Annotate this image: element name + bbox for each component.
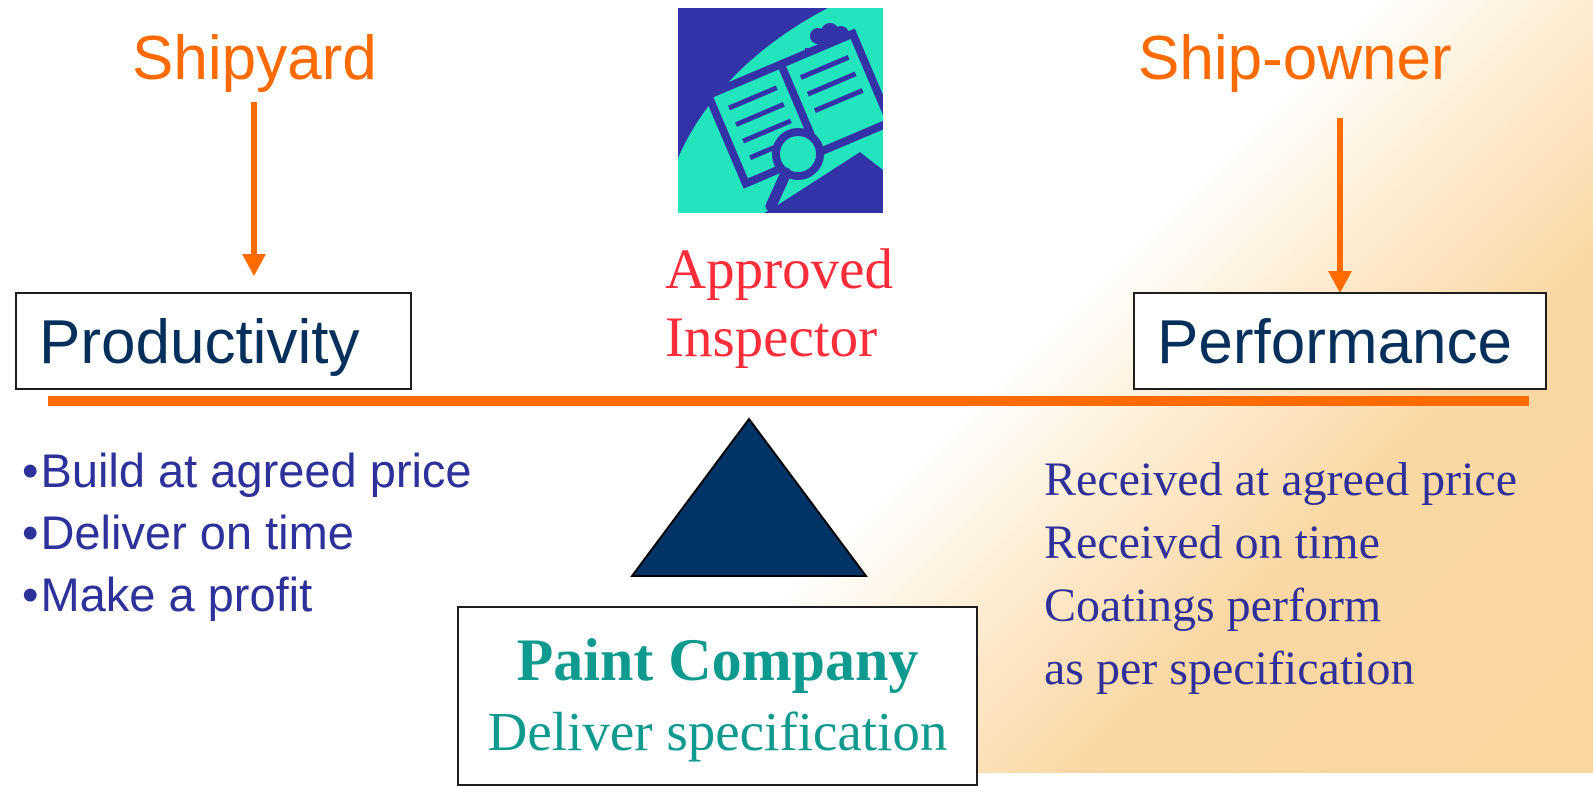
list-item: Received at agreed price [1044, 453, 1518, 506]
balance-beam [48, 396, 1529, 406]
inspection-report-icon [678, 8, 883, 213]
list-item: Coatings perform [1044, 579, 1382, 632]
productivity-box: Productivity [15, 292, 412, 390]
list-item: Make a profit [22, 564, 472, 626]
paint-company-title: Paint Company [516, 627, 919, 693]
list-item: Deliver on time [22, 502, 472, 564]
paint-company-box: Paint Company Deliver specification [457, 606, 978, 786]
list-item: as per specification [1044, 642, 1415, 695]
paint-company-subtitle: Deliver specification [487, 701, 948, 762]
shipyard-title: Shipyard [132, 24, 377, 93]
shipowner-title: Ship-owner [1138, 24, 1452, 93]
shipowner-goals-list: Received at agreed price Received on tim… [1044, 448, 1517, 700]
inspector-line-1: Approved [665, 238, 893, 301]
shipyard-arrow [242, 102, 266, 276]
approved-inspector-label: Approved Inspector [665, 236, 893, 372]
performance-label: Performance [1157, 308, 1512, 377]
fulcrum-triangle [630, 417, 868, 577]
shipowner-arrow [1328, 118, 1352, 293]
shipyard-goals-list: Build at agreed price Deliver on time Ma… [22, 440, 472, 626]
productivity-label: Productivity [39, 308, 360, 377]
performance-box: Performance [1133, 292, 1547, 390]
list-item: Build at agreed price [22, 440, 471, 502]
list-item: Received on time [1044, 516, 1380, 569]
inspector-line-2: Inspector [665, 306, 878, 369]
